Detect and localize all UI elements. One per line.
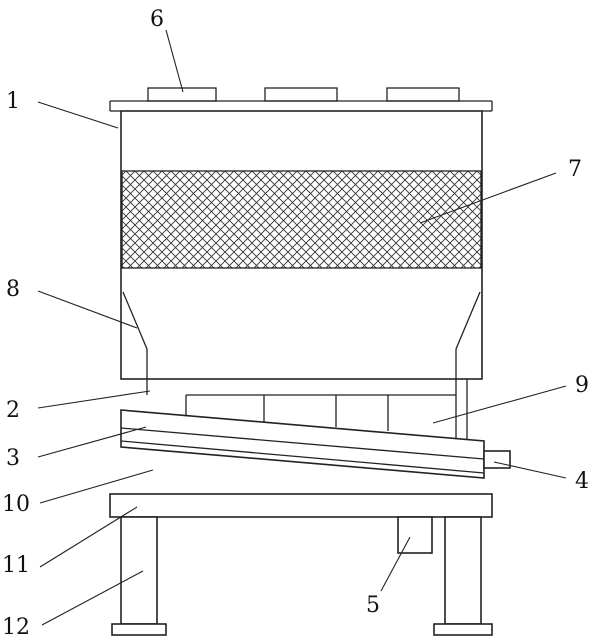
callout-2: 2 — [6, 398, 20, 423]
inclined-screen — [120, 409, 485, 479]
top-cover — [110, 87, 492, 102]
callout-6: 6 — [150, 7, 164, 32]
callout-8: 8 — [6, 277, 20, 302]
discharge-outlet — [483, 450, 511, 469]
filter-mesh-layer — [121, 170, 482, 269]
callout-4: 4 — [575, 469, 589, 494]
callout-3: 3 — [6, 446, 20, 471]
callout-11: 11 — [2, 553, 30, 578]
callout-9: 9 — [575, 373, 589, 398]
callout-7: 7 — [568, 157, 582, 182]
support-legs — [111, 516, 493, 636]
callout-10: 10 — [2, 492, 30, 517]
leader-lines — [37, 29, 567, 626]
callout-5: 5 — [366, 593, 380, 618]
base-platform — [109, 493, 493, 518]
hopper-guides — [122, 291, 481, 379]
callout-12: 12 — [2, 615, 30, 640]
motor — [397, 516, 433, 554]
callout-1: 1 — [6, 89, 20, 114]
middle-frame — [146, 379, 468, 440]
